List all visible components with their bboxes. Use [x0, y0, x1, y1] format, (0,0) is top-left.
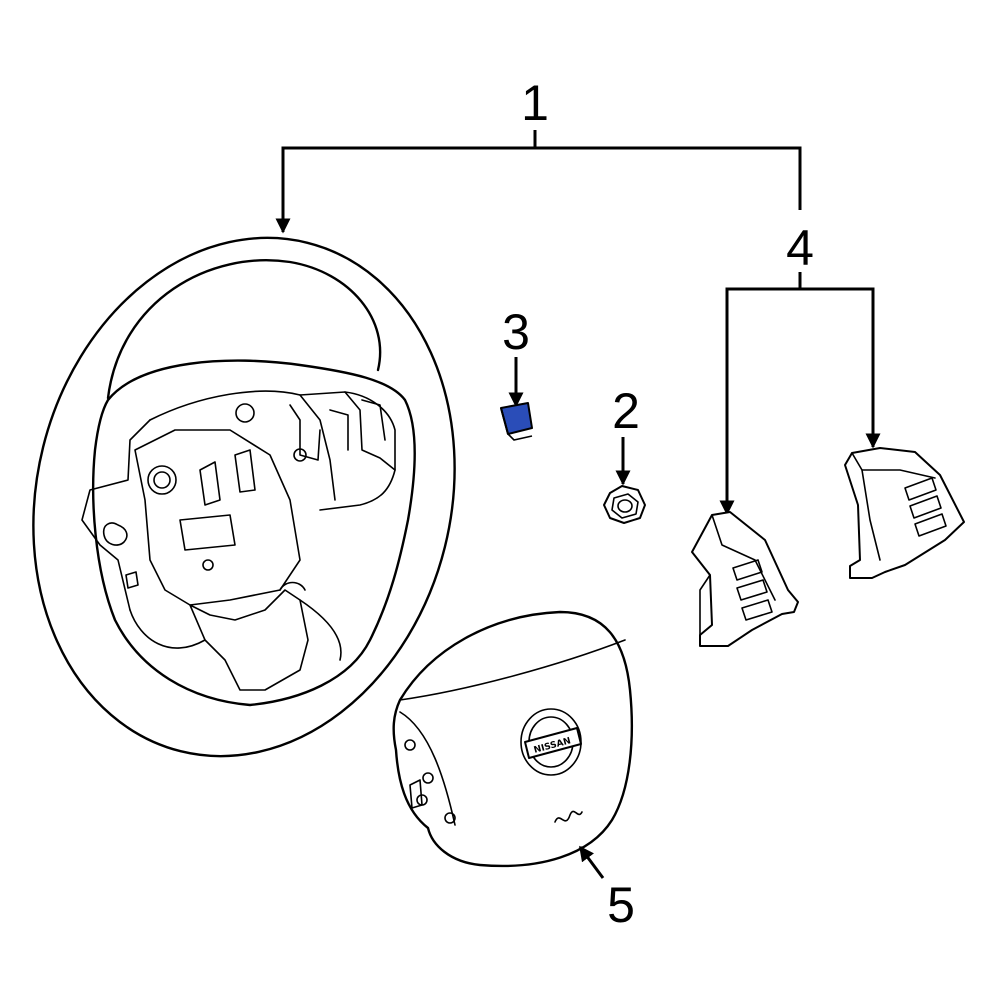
callout-1: 1 [521, 75, 549, 131]
callout-5: 5 [607, 877, 635, 933]
steering-wheel [32, 236, 456, 758]
callout-3: 3 [502, 304, 530, 360]
callout-4: 4 [786, 220, 814, 276]
part-5-airbag-module: NISSAN [392, 610, 634, 868]
leader-1 [275, 130, 802, 234]
leader-5 [578, 845, 605, 879]
callout-2: 2 [612, 383, 640, 439]
leader-4 [719, 272, 881, 516]
part-4-switch-left [691, 511, 799, 647]
part-2-nut [603, 485, 646, 524]
part-4-switch-right [844, 447, 965, 579]
part-3-clip [500, 402, 533, 441]
